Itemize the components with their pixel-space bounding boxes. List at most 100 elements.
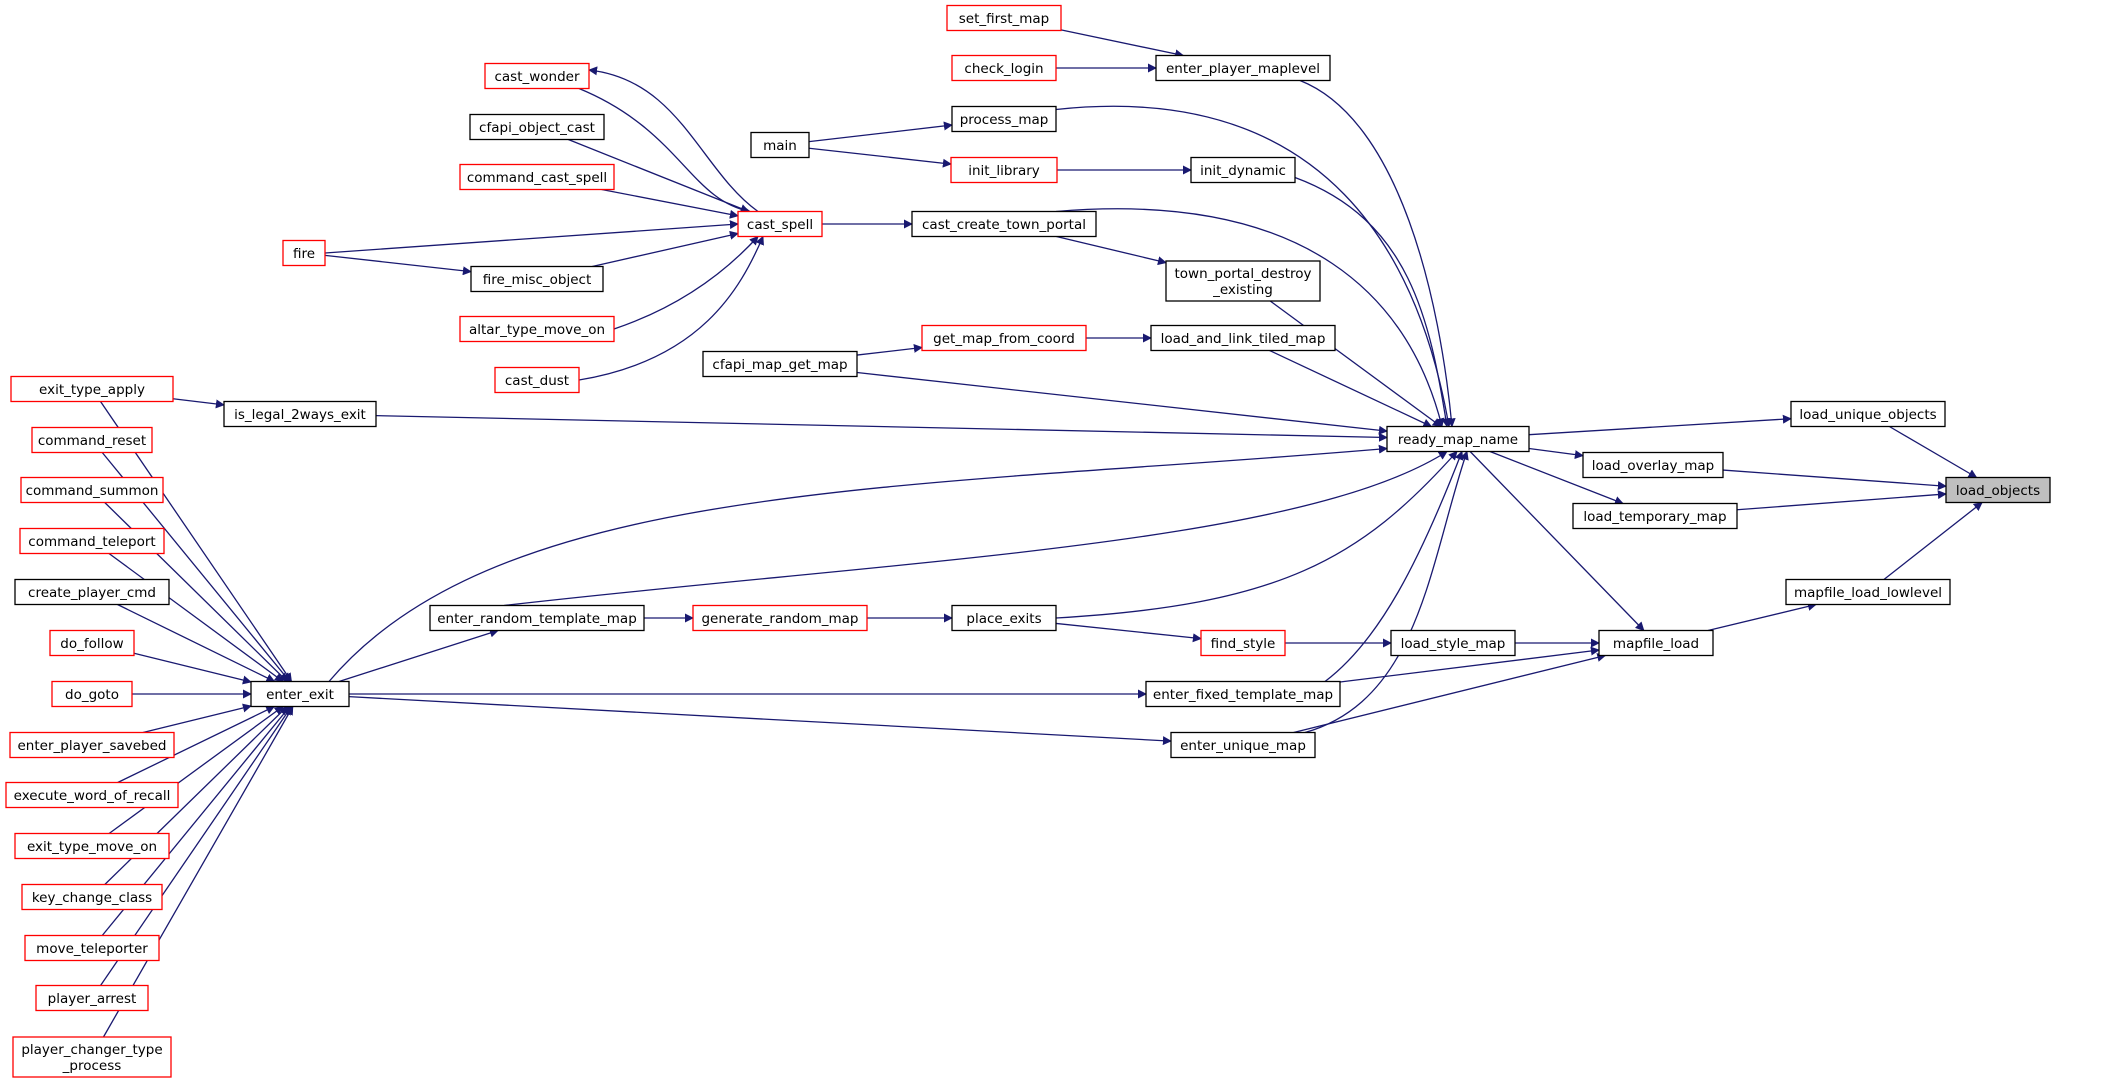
node-box <box>10 375 174 403</box>
node-init-library[interactable]: init_library <box>950 156 1058 184</box>
node-box <box>484 62 590 90</box>
node-key-change-class[interactable]: key_change_class <box>21 883 163 911</box>
edge-place-exits-to-find-style <box>1055 622 1202 643</box>
node-box <box>9 731 175 759</box>
node-cast-dust[interactable]: cast_dust <box>494 366 580 394</box>
node-enter-unique-map[interactable]: enter_unique_map <box>1170 731 1316 759</box>
node-cast-wonder[interactable]: cast_wonder <box>484 62 590 90</box>
node-label: find_style <box>1211 636 1276 652</box>
node-box <box>19 527 165 555</box>
node-label: enter_player_maplevel <box>1166 61 1320 77</box>
node-box <box>1790 400 1946 428</box>
node-label: execute_word_of_recall <box>14 788 171 804</box>
node-label: load_and_link_tiled_map <box>1161 331 1326 347</box>
node-process-map[interactable]: process_map <box>951 105 1057 133</box>
node-load-overlay-map[interactable]: load_overlay_map <box>1582 451 1724 479</box>
edge-ready-map-name-to-load-unique-objects <box>1528 414 1792 436</box>
node-box <box>1190 156 1296 184</box>
node-mapfile-load-lowlevel[interactable]: mapfile_load_lowlevel <box>1785 578 1951 606</box>
node-box <box>494 366 580 394</box>
node-label: player_arrest <box>48 991 137 1007</box>
node-load-unique-objects[interactable]: load_unique_objects <box>1790 400 1946 428</box>
node-is-legal-2ways-exit[interactable]: is_legal_2ways_exit <box>223 400 377 428</box>
node-generate-random-map[interactable]: generate_random_map <box>692 604 868 632</box>
node-label: town_portal_destroy <box>1174 266 1311 282</box>
node-fire[interactable]: fire <box>282 239 326 267</box>
node-ready-map-name[interactable]: ready_map_name <box>1386 425 1530 453</box>
node-player-changer-type-process[interactable]: player_changer_type_process <box>12 1036 172 1078</box>
node-cfapi-map-get-map[interactable]: cfapi_map_get_map <box>702 350 858 378</box>
node-cast-spell[interactable]: cast_spell <box>737 210 823 238</box>
node-enter-fixed-template-map[interactable]: enter_fixed_template_map <box>1145 680 1341 708</box>
node-label: cast_dust <box>505 373 569 389</box>
node-fire-misc-object[interactable]: fire_misc_object <box>470 265 604 293</box>
node-label: do_follow <box>60 636 123 652</box>
node-load-style-map[interactable]: load_style_map <box>1390 629 1516 657</box>
node-box <box>692 604 868 632</box>
node-label: command_cast_spell <box>467 170 607 186</box>
node-altar-type-move-on[interactable]: altar_type_move_on <box>459 315 615 343</box>
node-exit-type-move-on[interactable]: exit_type_move_on <box>14 832 170 860</box>
node-command-reset[interactable]: command_reset <box>31 426 153 454</box>
node-do-goto[interactable]: do_goto <box>51 680 133 708</box>
node-label: process_map <box>960 112 1049 128</box>
edge-fire-misc-object-to-cast-spell <box>592 230 739 268</box>
node-cfapi-object-cast[interactable]: cfapi_object_cast <box>469 113 605 141</box>
node-box <box>459 315 615 343</box>
node-cast-create-town-portal[interactable]: cast_create_town_portal <box>911 210 1097 238</box>
node-label: enter_unique_map <box>1180 738 1306 754</box>
node-find-style[interactable]: find_style <box>1200 629 1286 657</box>
node-enter-random-template-map[interactable]: enter_random_template_map <box>429 604 645 632</box>
node-box <box>921 324 1087 352</box>
node-label: init_dynamic <box>1200 163 1286 179</box>
node-main[interactable]: main <box>750 131 810 159</box>
node-command-teleport[interactable]: command_teleport <box>19 527 165 555</box>
node-get-map-from-coord[interactable]: get_map_from_coord <box>921 324 1087 352</box>
node-check-login[interactable]: check_login <box>951 54 1057 82</box>
node-load-and-link-tiled-map[interactable]: load_and_link_tiled_map <box>1150 324 1336 352</box>
edge-fire-to-fire-misc-object <box>324 254 472 276</box>
node-label: load_unique_objects <box>1799 407 1936 423</box>
node-set-first-map[interactable]: set_first_map <box>946 4 1062 32</box>
node-box <box>223 400 377 428</box>
edge-command-cast-spell-to-cast-spell <box>601 188 739 219</box>
node-do-follow[interactable]: do_follow <box>49 629 135 657</box>
node-command-summon[interactable]: command_summon <box>20 476 164 504</box>
node-place-exits[interactable]: place_exits <box>951 604 1057 632</box>
node-town-portal-destroy-existing[interactable]: town_portal_destroy_existing <box>1165 260 1321 302</box>
edge-altar-type-move-on-to-cast-spell <box>613 235 759 330</box>
node-enter-player-savebed[interactable]: enter_player_savebed <box>9 731 175 759</box>
node-label: mapfile_load <box>1613 636 1699 652</box>
node-box <box>1145 680 1341 708</box>
node-label: ready_map_name <box>1398 432 1518 448</box>
node-label: cfapi_map_get_map <box>712 357 847 373</box>
node-move-teleporter[interactable]: move_teleporter <box>24 934 160 962</box>
node-label: place_exits <box>966 611 1041 627</box>
node-box <box>750 131 810 159</box>
edge-enter-exit-to-enter-unique-map <box>348 696 1172 746</box>
node-load-temporary-map[interactable]: load_temporary_map <box>1572 502 1738 530</box>
node-label: load_temporary_map <box>1583 509 1726 525</box>
node-mapfile-load[interactable]: mapfile_load <box>1598 629 1714 657</box>
node-load-objects[interactable]: load_objects <box>1945 476 2051 504</box>
node-box <box>250 680 350 708</box>
node-box <box>1572 502 1738 530</box>
node-box <box>951 604 1057 632</box>
node-label: load_objects <box>1956 483 2040 499</box>
node-enter-exit[interactable]: enter_exit <box>250 680 350 708</box>
node-box <box>5 781 179 809</box>
edge-command-teleport-to-enter-exit <box>108 552 284 683</box>
node-create-player-cmd[interactable]: create_player_cmd <box>14 578 170 606</box>
node-command-cast-spell[interactable]: command_cast_spell <box>459 163 615 191</box>
node-player-arrest[interactable]: player_arrest <box>35 984 149 1012</box>
node-enter-player-maplevel[interactable]: enter_player_maplevel <box>1155 54 1331 82</box>
node-label: fire <box>293 246 315 262</box>
edge-enter-unique-map-to-ready-map-name <box>1304 450 1469 734</box>
node-box <box>1200 629 1286 657</box>
node-execute-word-of-recall[interactable]: execute_word_of_recall <box>5 781 179 809</box>
node-label: cast_wonder <box>494 69 580 85</box>
edge-do-follow-to-enter-exit <box>133 652 252 685</box>
node-init-dynamic[interactable]: init_dynamic <box>1190 156 1296 184</box>
node-exit-type-apply[interactable]: exit_type_apply <box>10 375 174 403</box>
node-label: exit_type_apply <box>39 382 145 398</box>
